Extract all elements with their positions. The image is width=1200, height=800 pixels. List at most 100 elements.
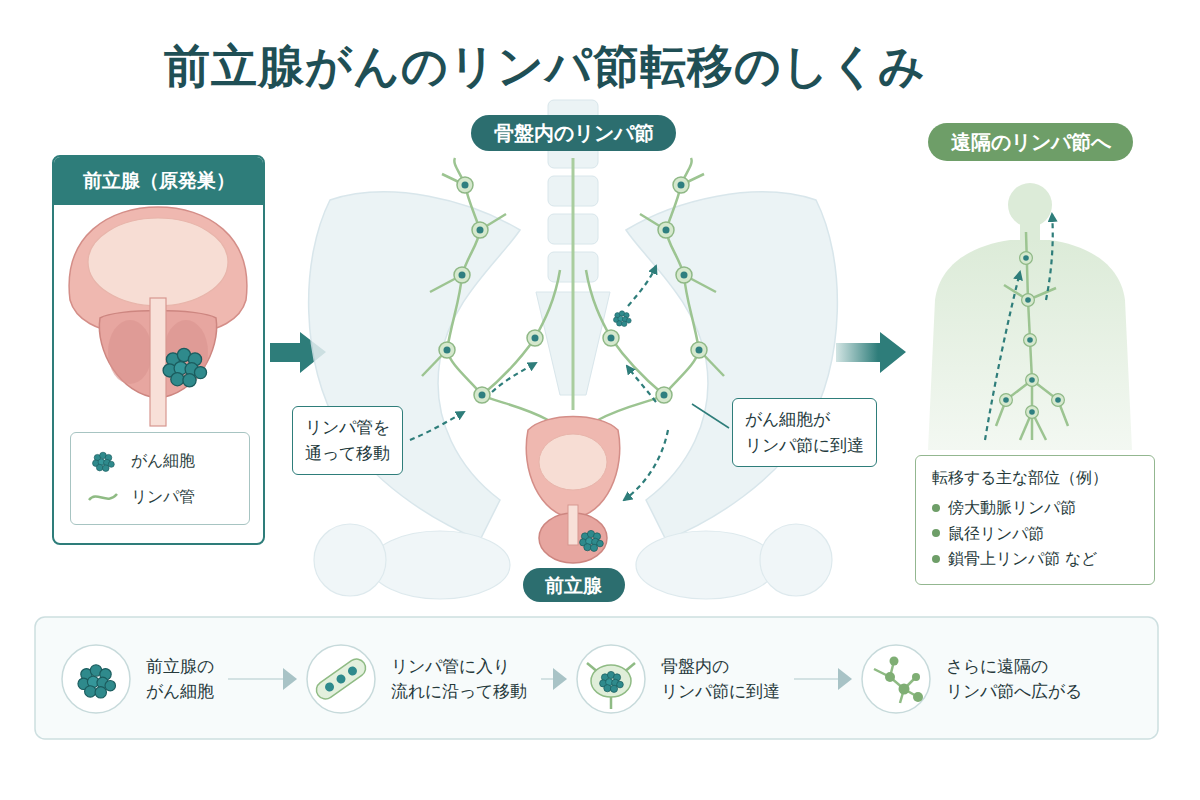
tumor-cluster [163, 348, 206, 387]
cell-cluster [600, 671, 624, 692]
legend-text: リンパ管 [131, 487, 195, 508]
tumor-cluster [613, 311, 631, 327]
vessel-icon [313, 656, 369, 703]
list-item: 鼠径リンパ節 [948, 521, 1044, 547]
lymph-trunk [572, 158, 575, 410]
callout-text: リンパ管を 通って移動 [305, 415, 390, 466]
step-circle [62, 645, 130, 713]
step-text: 前立腺の がん細胞 [146, 654, 214, 705]
spread-arrow [624, 430, 668, 500]
lymph-node [890, 657, 899, 666]
lymph-node [1020, 252, 1033, 265]
lymph-node [673, 177, 689, 193]
lymph-node [676, 267, 692, 283]
lymph-node [454, 267, 470, 283]
bladder-lumen [539, 434, 607, 490]
cell [335, 673, 348, 686]
lymph-node [1026, 374, 1039, 387]
legend-swatch [87, 485, 119, 509]
list-box: 転移する主な部位（例） 傍大動脈リンパ節鼠径リンパ節鎖骨上リンパ節 など [915, 455, 1155, 585]
lymph-node [1026, 406, 1039, 419]
legend-row: がん細胞 [87, 443, 249, 479]
legend-row: リンパ管 [87, 479, 249, 515]
lymph-node [1000, 394, 1013, 407]
lymph-node [656, 387, 672, 403]
lymph-node [885, 672, 895, 682]
lymph-vessel [1032, 380, 1068, 426]
list-heading: 転移する主な部位（例） [932, 468, 1140, 489]
step-connector [228, 678, 295, 680]
tumor-cluster [580, 530, 604, 551]
lymph-node [899, 684, 910, 695]
list-item: 鎖骨上リンパ節 など [948, 546, 1097, 572]
lymph-vessels [422, 158, 724, 420]
pill-label: 遠隔のリンパ節へ [928, 123, 1133, 161]
vessel-tube [313, 656, 369, 703]
cell [323, 681, 336, 694]
femoral-head [314, 524, 386, 596]
diagram-title: 前立腺がんのリンパ節転移のしくみ [164, 36, 926, 98]
urethra [150, 298, 166, 426]
step-icon [60, 643, 132, 715]
lymph-node [474, 387, 490, 403]
step-item: リンパ管に入り 流れに沿って移動 [305, 643, 531, 715]
spread-arrow [492, 363, 536, 392]
flow-arrow [836, 332, 906, 373]
body-neck [1020, 224, 1040, 242]
spread-arrow [410, 412, 464, 440]
step-connector [541, 678, 565, 680]
legend-text: がん細胞 [131, 451, 195, 472]
pill-text: 前立腺 [545, 568, 603, 602]
lymph-node [1052, 394, 1065, 407]
step-circle [577, 645, 645, 713]
step-text: 骨盤内の リンパ節に到達 [661, 654, 780, 705]
pubic-bone [636, 531, 776, 599]
lymph-node [457, 177, 473, 193]
step-item: 骨盤内の リンパ節に到達 [575, 643, 784, 715]
callout-text: がん細胞が リンパ節に到達 [745, 407, 864, 458]
list-row: 鼠径リンパ節 [932, 521, 1140, 547]
lymph-vessel [482, 270, 560, 395]
urethra [568, 505, 578, 545]
step-strip [35, 617, 1158, 739]
iliac-bone [309, 192, 520, 540]
callout-box: がん細胞が リンパ節に到達 [732, 398, 877, 467]
lymph-vessel [610, 697, 613, 709]
lymph-node [1024, 334, 1037, 347]
bladder-lumen [88, 218, 228, 306]
prostate-lobe [108, 320, 152, 384]
pill-text: 骨盤内のリンパ節 [493, 115, 654, 151]
lymph-vessel [996, 380, 1032, 426]
bullet-dot [932, 555, 940, 563]
lymph-vessel [586, 270, 664, 395]
spread-arrows [985, 214, 1053, 440]
leader-line [692, 404, 729, 428]
spread-arrow [1046, 214, 1053, 300]
pill-label: 前立腺 [523, 568, 625, 602]
pelvis [309, 100, 838, 599]
pill-label: 骨盤内のリンパ節 [471, 115, 676, 151]
step-item: 前立腺の がん細胞 [60, 643, 218, 715]
bullet-dot [932, 529, 940, 537]
bladder [526, 417, 620, 519]
lymph-node [527, 330, 543, 346]
spread-arrow [985, 272, 1020, 440]
iliac-bone [626, 192, 837, 540]
legend-swatch [87, 449, 119, 473]
step-circle [862, 645, 930, 713]
step-text: さらに遠隔の リンパ節へ広がる [946, 654, 1082, 705]
body-head [1008, 183, 1052, 227]
spread-arrow [627, 366, 656, 402]
lymph-node [658, 222, 674, 238]
body-lymph-vessels [996, 232, 1068, 440]
lymph-node [913, 692, 923, 702]
lymph-node [439, 342, 455, 358]
list-row: 傍大動脈リンパ節 [932, 495, 1140, 521]
pill-text: 遠隔のリンパ節へ [950, 123, 1111, 161]
list-item: 傍大動脈リンパ節 [948, 495, 1076, 521]
spread-arrow [628, 266, 656, 306]
bullet-dot [932, 504, 940, 512]
lymph-node [912, 673, 920, 681]
step-text: リンパ管に入り 流れに沿って移動 [391, 654, 527, 705]
step-item: さらに遠隔の リンパ節へ広がる [860, 643, 1086, 715]
